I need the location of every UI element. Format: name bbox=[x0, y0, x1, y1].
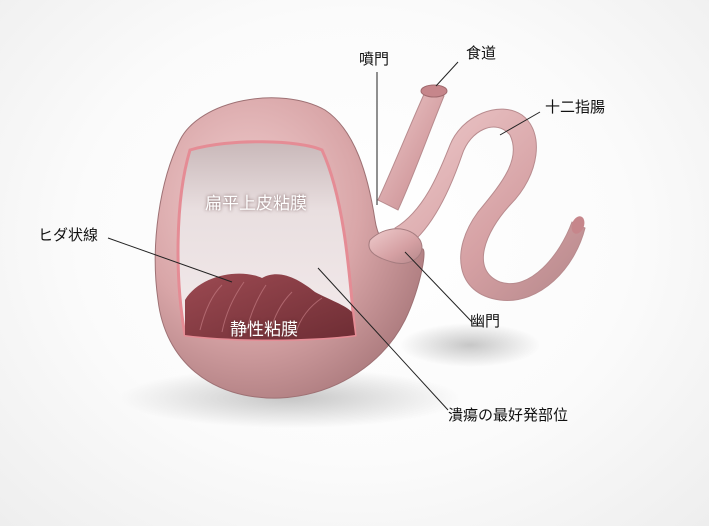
esophagus-leader bbox=[436, 62, 458, 86]
label-zigzag-line: ヒダ状線 bbox=[38, 228, 98, 243]
label-pylorus: 幽門 bbox=[470, 314, 500, 329]
label-esophagus: 食道 bbox=[466, 46, 496, 61]
label-squamous-epithelium: 扁平上皮粘膜 bbox=[205, 196, 307, 213]
label-gastric-mucosa: 静性粘膜 bbox=[230, 322, 298, 339]
label-ulcer-site: 潰瘍の最好発部位 bbox=[448, 408, 568, 423]
esophagus-opening bbox=[421, 85, 447, 97]
label-duodenum: 十二指腸 bbox=[545, 100, 605, 115]
label-cardia: 噴門 bbox=[359, 52, 389, 67]
